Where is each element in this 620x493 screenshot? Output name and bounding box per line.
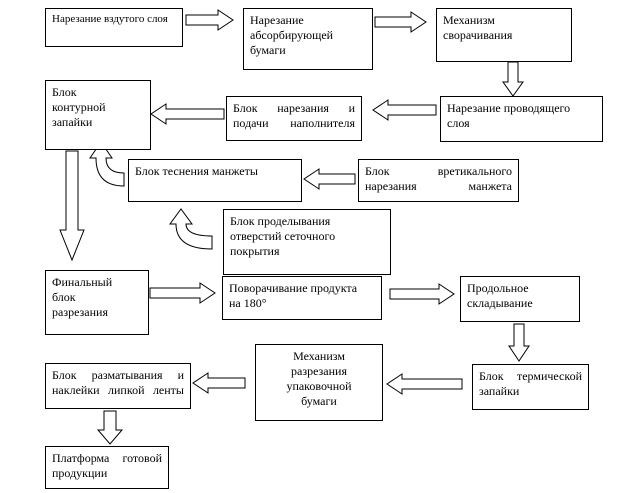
box-cutting-conductive-layer: Нарезание проводящего слоя (440, 96, 603, 142)
arrow-b4-to-b10 (59, 150, 85, 262)
box-label: Блок проделывания отверстий сеточного по… (230, 214, 336, 258)
box-product-rotation: Поворачивание продукта на 180° (222, 276, 382, 320)
box-longitudinal-folding: Продольное складывание (460, 276, 580, 322)
box-label: Механизм сворачивания (443, 13, 513, 42)
arrow-b15-to-b13 (386, 373, 463, 395)
box-label: Нарезание абсорбирующей бумаги (250, 13, 334, 57)
arrow-b13-to-b14 (192, 372, 246, 394)
box-adhesive-tape-unwinding: Блок разматывания и наклейки липкой лент… (45, 363, 191, 409)
arrow-b5-to-b4 (150, 103, 225, 125)
box-label: Нарезание вздутого слоя (52, 13, 168, 25)
box-label: Блок разматывания и наклейки липкой лент… (52, 368, 184, 397)
box-rolling-mechanism: Механизм сворачивания (436, 8, 572, 62)
box-mesh-perforation: Блок проделывания отверстий сеточного по… (223, 209, 391, 275)
box-cutting-swollen-layer: Нарезание вздутого слоя (45, 8, 183, 47)
arrow-b3-to-b6 (502, 61, 524, 97)
box-cutting-filler-feed: Блок нарезания и подачи наполнителя (226, 96, 362, 141)
box-wrapping-paper-cutting: Механизм разрезания упаковочной бумаги (255, 344, 383, 421)
box-cutting-absorbent-paper: Нарезание абсорбирующей бумаги (243, 8, 373, 70)
box-label: Блок термической запайки (479, 369, 582, 398)
box-final-cutting: Финальный блок разрезания (45, 270, 149, 335)
arrow-b6-to-b5 (372, 99, 437, 121)
arrow-b7-to-b4 (89, 141, 125, 187)
box-label: Блок контурной запайки (52, 85, 106, 129)
arrow-b8-to-b7 (303, 168, 356, 190)
box-label: Блок теснения манжеты (135, 164, 258, 178)
arrow-b10-to-b11 (149, 282, 216, 304)
box-label: Блок вретикального нарезания манжета (365, 164, 512, 193)
box-label: Механизм разрезания упаковочной бумаги (286, 349, 352, 408)
arrow-b14-to-b16 (96, 410, 124, 445)
box-label: Поворачивание продукта на 180° (229, 281, 358, 310)
box-contour-sealing: Блок контурной запайки (45, 80, 151, 150)
box-thermal-sealing: Блок термической запайки (472, 364, 589, 410)
box-cuff-embossing: Блок теснения манжеты (128, 159, 302, 202)
box-label: Блок нарезания и подачи наполнителя (233, 101, 355, 130)
box-label: Платформа готовой продукции (52, 451, 162, 480)
box-label: Финальный блок разрезания (52, 275, 113, 319)
arrow-b1-to-b2 (185, 9, 234, 31)
arrow-b2-to-b3 (374, 11, 427, 33)
box-label: Нарезание проводящего слоя (447, 101, 571, 130)
box-finished-product-platform: Платформа готовой продукции (45, 446, 169, 489)
arrow-b9-to-b7 (169, 208, 213, 250)
arrow-b12-to-b15 (508, 323, 530, 362)
arrow-b11-to-b12 (389, 283, 455, 305)
box-label: Продольное складывание (467, 281, 533, 310)
box-vertical-cuff-cutting: Блок вретикального нарезания манжета (358, 159, 519, 202)
